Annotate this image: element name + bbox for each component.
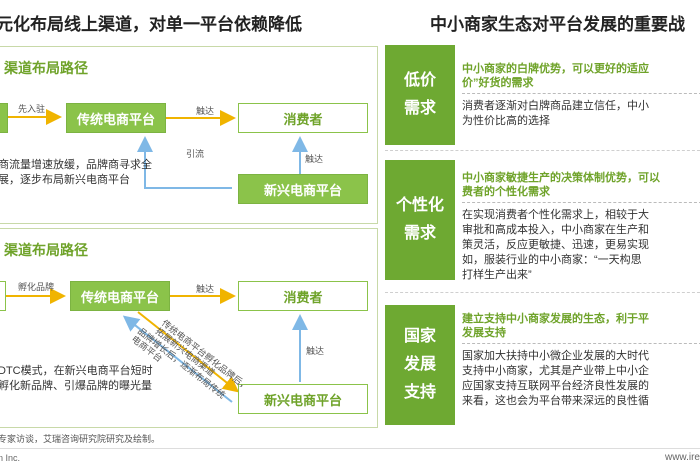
source-note: 专家访谈，艾瑞咨询研究院研究及绘制。 xyxy=(0,434,161,444)
label-incubate: 孵化品牌 xyxy=(18,282,55,292)
top-section-heading: 渠道布局路径 xyxy=(4,60,88,76)
label-first-entry: 先入驻 xyxy=(18,104,46,114)
row-separator-1 xyxy=(385,150,700,151)
personalization-body: 在实现消费者个性化需求上，相较于大 审批和高成本投入，中小商家在生产和 策灵活，… xyxy=(462,209,649,281)
left-title: 元化布局线上渠道，对单一平台依赖降低 xyxy=(0,15,302,34)
label-reach-1: 触达 xyxy=(196,106,215,116)
row-separator-2 xyxy=(385,292,700,293)
label-personalization: 个性化 需求 xyxy=(385,160,455,280)
label-guide: 引流 xyxy=(186,149,205,159)
consumer-box-2: 消费者 xyxy=(238,281,368,311)
traditional-platform-box-2: 传统电商平台 xyxy=(70,281,170,311)
top-note: 商流量增速放缓，品牌商寻求全 展，逐步布局新兴电商平台 xyxy=(0,159,152,186)
label-low-price: 低价 需求 xyxy=(385,45,455,145)
label-national-support: 国家 发展 支持 xyxy=(385,305,455,425)
bottom-section-heading: 渠道布局路径 xyxy=(4,242,88,258)
brand-box-top xyxy=(0,103,8,133)
personalization-head: 中小商家敏捷生产的决策体制优势，可以 费者的个性化需求 xyxy=(462,171,700,203)
low-price-head: 中小商家的白牌优势，可以更好的适应 价”好货的需求 xyxy=(462,62,700,94)
label-reach-3: 触达 xyxy=(196,284,215,294)
brand-box-bottom xyxy=(0,281,6,311)
footer-website[interactable]: www.ire xyxy=(664,452,700,463)
traditional-platform-box: 传统电商平台 xyxy=(66,103,166,133)
emerging-platform-box-2: 新兴电商平台 xyxy=(238,384,368,414)
bottom-path-panel xyxy=(0,228,378,428)
content-low-price: 中小商家的白牌优势，可以更好的适应 价”好货的需求 消费者逐渐对白牌商品建立信任… xyxy=(462,62,700,129)
bottom-note: DTC模式，在新兴电商平台短时 孵化新品牌、引爆品牌的曝光量 xyxy=(0,365,153,392)
consumer-box: 消费者 xyxy=(238,103,368,133)
content-personalization: 中小商家敏捷生产的决策体制优势，可以 费者的个性化需求 在实现消费者个性化需求上… xyxy=(462,171,700,283)
national-support-body: 国家加大扶持中小微企业发展的大时代 支持中小商家，尤其是产业带上中小企 应国家支… xyxy=(462,350,649,407)
top-path-panel xyxy=(0,46,378,224)
label-reach-2: 触达 xyxy=(305,154,324,164)
right-title: 中小商家生态对平台发展的重要战 xyxy=(430,15,685,34)
footer-divider xyxy=(0,448,700,449)
national-support-head: 建立支持中小商家发展的生态，利于平 发展支持 xyxy=(462,312,700,344)
content-national-support: 建立支持中小商家发展的生态，利于平 发展支持 国家加大扶持中小微企业发展的大时代… xyxy=(462,312,700,409)
footer-company: n Inc. xyxy=(0,453,21,463)
emerging-platform-box: 新兴电商平台 xyxy=(238,174,368,204)
label-reach-4: 触达 xyxy=(306,346,325,356)
low-price-body: 消费者逐渐对白牌商品建立信任，中小 为性价比高的选择 xyxy=(462,100,649,127)
